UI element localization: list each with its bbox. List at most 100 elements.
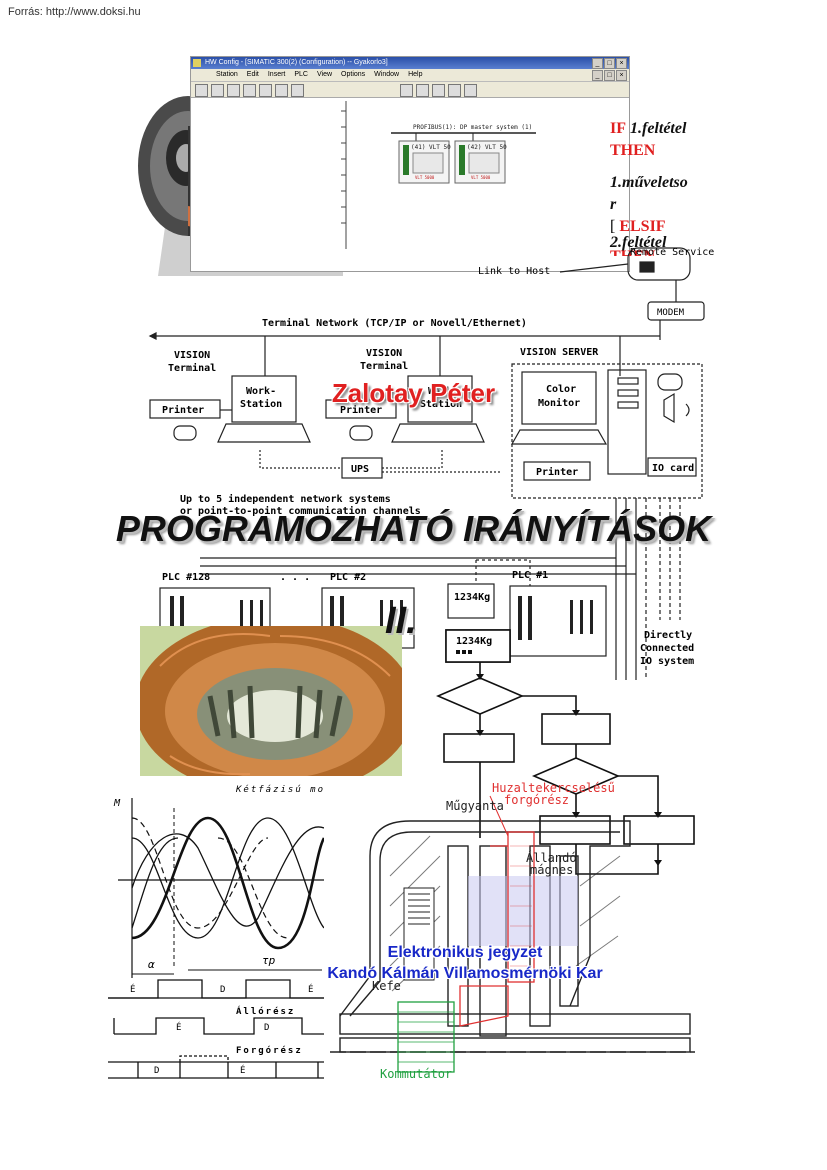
- row3-d: D: [154, 1066, 159, 1076]
- row3-e: É: [240, 1064, 245, 1076]
- alpha-label: α: [148, 958, 155, 971]
- motor-section: Műgyanta Huzaltekercselésű forgórész Áll…: [330, 781, 695, 1081]
- compile-icon[interactable]: [259, 84, 272, 97]
- row1-label: Állórész: [236, 1005, 295, 1017]
- hw-title: HW Config - [SIMATIC 300(2) (Configurati…: [205, 59, 388, 66]
- device-sub-41: VLT 5000: [415, 175, 435, 180]
- open-icon[interactable]: [211, 84, 224, 97]
- row2-e: É: [176, 1021, 181, 1033]
- part-number: II.: [385, 600, 417, 642]
- networks-note-a: Up to 5 independent network systems: [180, 493, 391, 505]
- author-name: Zalotay Péter: [331, 378, 496, 408]
- hw-titlebar: HW Config - [SIMATIC 300(2) (Configurati…: [191, 57, 629, 69]
- bus-label: PROFIBUS(1): DP master system (1): [413, 124, 532, 131]
- menu-insert[interactable]: Insert: [267, 71, 286, 78]
- flowchart: 1234Kg: [436, 629, 695, 875]
- menu-view[interactable]: View: [317, 71, 333, 78]
- upload-icon[interactable]: [291, 84, 304, 97]
- remote-service-label: Remote Service: [630, 247, 714, 258]
- magnet-label-a: Állandó: [526, 850, 577, 865]
- download-icon[interactable]: [275, 84, 288, 97]
- operation-1b: r: [610, 196, 617, 213]
- printer-label-3: Printer: [536, 466, 578, 478]
- menu-station[interactable]: Station: [216, 71, 238, 78]
- vision-terminal-1a: VISION: [174, 350, 210, 361]
- printer-label-1: Printer: [162, 404, 204, 416]
- help-icon[interactable]: [464, 84, 477, 97]
- plc128-label: PLC #128: [162, 572, 210, 583]
- coil-label-a: Huzaltekercselésű: [492, 781, 615, 795]
- modem-label: MODEM: [657, 308, 685, 318]
- plc1-label: PLC #1: [512, 570, 548, 581]
- direct-c: IO system: [640, 656, 694, 667]
- direct-b: Connected: [640, 643, 694, 654]
- then-keyword-2: THEN: [610, 246, 710, 256]
- hw-toolbar: [191, 82, 629, 98]
- table-icon[interactable]: [432, 84, 445, 97]
- networks-note-b: or point-to-point communication channels: [180, 505, 421, 517]
- io-card-label: IO card: [652, 463, 694, 474]
- color-monitor-b: Monitor: [538, 397, 580, 409]
- hw-canvas: PROFIBUS(1): DP master system (1) (41) V…: [341, 101, 536, 249]
- vision-terminal-2b: Terminal: [360, 360, 408, 372]
- network-diagram: Remote Service Link to Host MODEM Termin…: [148, 247, 714, 680]
- kommutator-label: Kommutátor: [380, 1067, 452, 1081]
- then-keyword-1: THEN: [610, 142, 656, 159]
- ups-label: UPS: [351, 464, 369, 475]
- child-close-button[interactable]: ×: [616, 70, 627, 81]
- minimize-button[interactable]: _: [592, 58, 603, 69]
- stator-photo: [140, 626, 402, 776]
- network-icon[interactable]: [448, 84, 461, 97]
- workstation-label-b: Station: [240, 398, 282, 410]
- plc-dots: . . .: [280, 572, 310, 583]
- source-note: Forrás: http://www.doksi.hu: [8, 6, 141, 18]
- new-icon[interactable]: [195, 84, 208, 97]
- mugyanta-label: Műgyanta: [446, 799, 504, 813]
- kefe-label: Kefe: [372, 979, 401, 993]
- print-icon[interactable]: [243, 84, 256, 97]
- station-icon[interactable]: [400, 84, 413, 97]
- vision-terminal-2a: VISION: [366, 348, 402, 359]
- menu-help[interactable]: Help: [408, 71, 423, 78]
- condition-1: 1.feltétel: [630, 120, 687, 137]
- if-keyword: IF: [610, 120, 626, 137]
- link-to-host-label: Link to Host: [478, 266, 550, 277]
- publisher-note: Elektronikus jegyzet Kandó Kálmán Villam…: [300, 942, 630, 984]
- coil-label-b: forgórész: [504, 793, 569, 807]
- vision-terminal-1b: Terminal: [168, 362, 216, 374]
- vision-server-label: VISION SERVER: [520, 347, 599, 358]
- child-maximize-button[interactable]: □: [604, 70, 615, 81]
- row1-d: D: [220, 985, 225, 995]
- device-label-42: (42) VLT 50: [467, 144, 507, 151]
- workstation2-label-a: Work: [428, 386, 452, 397]
- workstation-label-a: Work-: [246, 386, 276, 397]
- menu-options[interactable]: Options: [341, 71, 366, 78]
- hw-menubar: Station Edit Insert PLC View Options Win…: [191, 69, 629, 82]
- terminal-network-label: Terminal Network (TCP/IP or Novell/Ether…: [262, 317, 527, 329]
- catalog-icon[interactable]: [416, 84, 429, 97]
- menu-edit[interactable]: Edit: [246, 71, 259, 78]
- condition-2: 2.feltétel: [610, 234, 667, 251]
- code-snippet: IF 1.feltétel THEN 1.műveletso r [ ELSIF…: [610, 118, 710, 256]
- close-button[interactable]: ×: [616, 58, 627, 69]
- axis-m-label: M: [113, 798, 121, 809]
- bracket: [: [610, 218, 616, 235]
- printer-label-2: Printer: [340, 404, 382, 416]
- direct-a: Directly: [644, 629, 692, 641]
- publisher-line-2: Kandó Kálmán Villamosmérnöki Kar: [327, 965, 603, 982]
- save-icon[interactable]: [227, 84, 240, 97]
- publisher-line-1: Elektronikus jegyzet: [387, 944, 543, 961]
- page-title: PROGRAMOZHATÓ IRÁNYÍTÁSOK: [115, 508, 712, 549]
- maximize-button[interactable]: □: [604, 58, 615, 69]
- operation-1a: 1.műveletso: [610, 174, 688, 191]
- elsif-keyword: ELSIF: [619, 218, 666, 235]
- hw-config-window: HW Config - [SIMATIC 300(2) (Configurati…: [190, 56, 630, 272]
- menu-plc[interactable]: PLC: [294, 71, 308, 78]
- child-minimize-button[interactable]: _: [592, 70, 603, 81]
- row1-e-2: É: [308, 983, 313, 995]
- app-icon: [193, 59, 201, 67]
- menu-window[interactable]: Window: [374, 71, 400, 78]
- row1-e-1: É: [130, 983, 135, 995]
- color-monitor-a: Color: [546, 384, 576, 395]
- device-sub-42: VLT 5000: [471, 175, 491, 180]
